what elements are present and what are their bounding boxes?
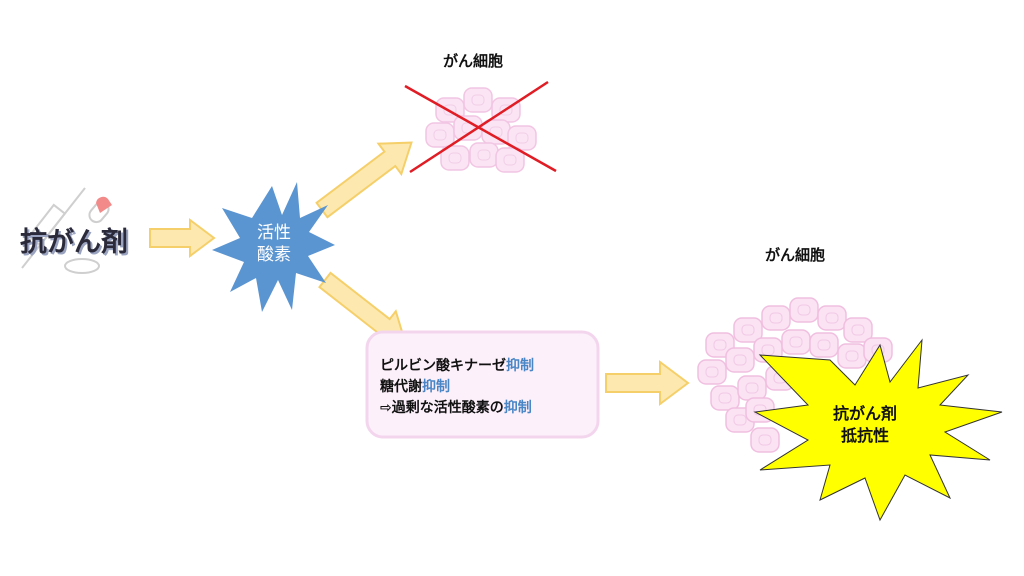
arrow-drug-to-ros: [149, 218, 216, 258]
ros-line-1: 活性: [257, 223, 291, 243]
box-line-text: ⇨過剰な活性酸素の: [380, 400, 504, 416]
drug-resistance-label: 抗がん剤 抵抗性: [825, 403, 905, 447]
box-line-3: ⇨過剰な活性酸素の抑制: [380, 398, 534, 419]
box-line-highlight: 抑制: [503, 400, 532, 416]
box-line-text: ピルビン酸キナーゼ: [380, 358, 506, 374]
anticancer-drug-label: 抗がん剤: [20, 227, 128, 258]
resistance-line-2: 抵抗性: [840, 426, 889, 445]
medicine-icon: [21, 187, 112, 274]
inhibition-box: [365, 330, 600, 439]
resistance-star: [753, 338, 1003, 522]
ros-line-2: 酸素: [257, 245, 291, 265]
box-line-highlight: 抑制: [422, 379, 450, 395]
top-cancer-cell-caption: がん細胞: [443, 52, 504, 70]
reactive-oxygen-label: 活性 酸素: [246, 222, 302, 266]
box-line-2: 糖代謝抑制: [380, 377, 534, 398]
box-line-1: ピルビン酸キナーゼ抑制: [380, 356, 534, 377]
arrow-box-to-cell: [605, 360, 690, 406]
cross-mark-icon: [404, 80, 557, 174]
right-cancer-cell-caption: がん細胞: [765, 246, 826, 264]
box-line-text: 糖代謝: [380, 379, 422, 395]
box-line-highlight: 抑制: [506, 358, 534, 374]
arrow-ros-to-cell: [315, 141, 413, 219]
resistance-line-1: 抗がん剤: [832, 404, 897, 423]
ros-star: [212, 182, 335, 312]
inhibition-text: ピルビン酸キナーゼ抑制 糖代謝抑制 ⇨過剰な活性酸素の抑制: [380, 356, 534, 419]
